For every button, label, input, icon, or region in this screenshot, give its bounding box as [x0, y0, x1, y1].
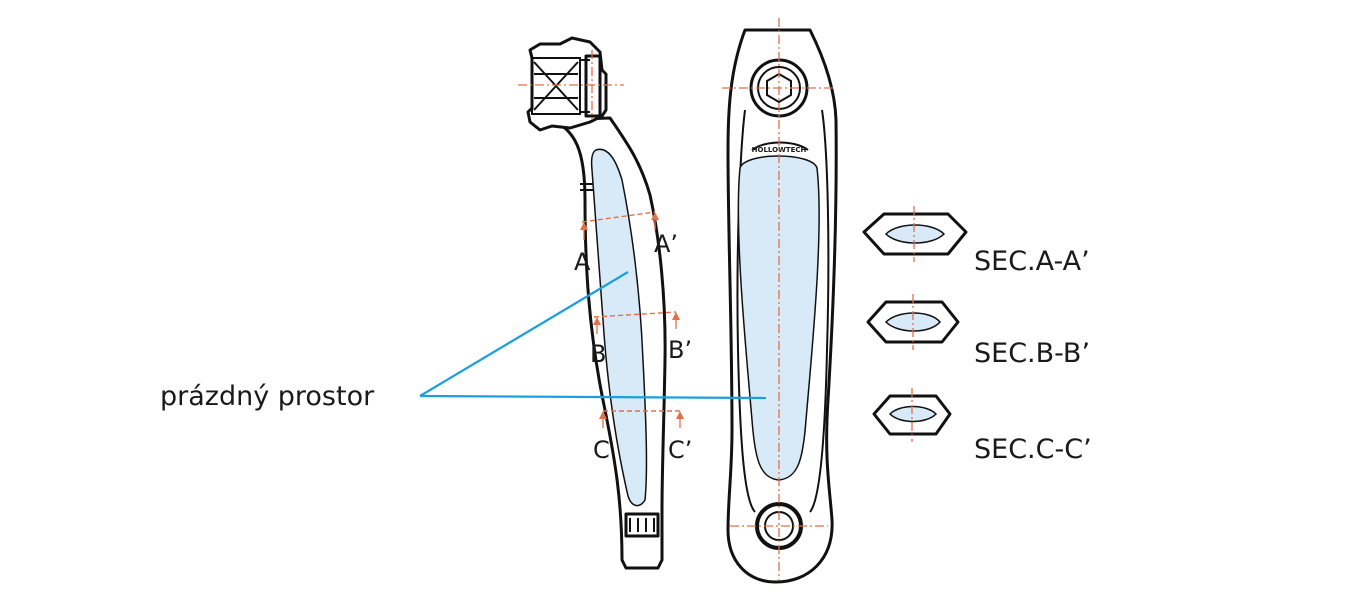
- side-view-hollow-cavity: [590, 148, 648, 507]
- hex-socket: [766, 72, 792, 104]
- front-view-inner-ridge: [736, 109, 830, 513]
- section-label-a: SEC.A-A’: [974, 246, 1090, 277]
- section-c: SEC.C-C’: [872, 388, 1092, 465]
- callout-label: prázdný prostor: [160, 381, 375, 412]
- section-mark-c: C: [593, 436, 610, 464]
- side-view-crank-arm: A A’ B B’ C C’: [518, 36, 692, 570]
- callout-hollow-space: prázdný prostor: [160, 271, 767, 412]
- pinch-plate: [584, 54, 602, 118]
- section-mark-c-prime: C’: [668, 436, 692, 464]
- leader-line-front: [419, 394, 767, 400]
- section-a: SEC.A-A’: [862, 206, 1090, 277]
- section-label-c: SEC.C-C’: [974, 434, 1092, 465]
- section-mark-a: A: [574, 248, 591, 276]
- front-view-crank-arm: HOLLOWTECH: [722, 18, 838, 584]
- cut-line-a: [581, 211, 656, 223]
- section-mark-b: B: [590, 340, 606, 368]
- section-mark-a-prime: A’: [654, 230, 678, 258]
- section-label-b: SEC.B-B’: [974, 338, 1090, 369]
- spline-box: [531, 57, 581, 115]
- leader-line-side: [419, 271, 629, 397]
- section-arrows: [580, 212, 684, 428]
- pedal-thread-box: [624, 512, 660, 538]
- cut-line-b: [593, 311, 677, 318]
- spline-hatch: [533, 61, 579, 111]
- section-b: SEC.B-B’: [866, 294, 1090, 369]
- section-mark-b-prime: B’: [668, 336, 692, 364]
